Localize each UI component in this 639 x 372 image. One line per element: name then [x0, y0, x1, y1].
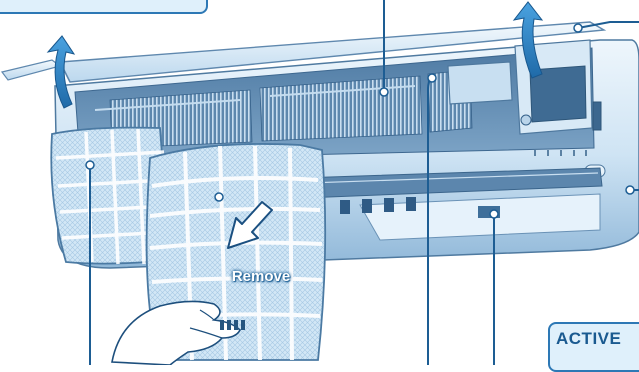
callout-dot: [86, 161, 94, 169]
remove-label: Remove: [224, 268, 298, 285]
callout-dot: [380, 88, 388, 96]
callout-dot: [574, 24, 582, 32]
callout-dot: [490, 210, 498, 218]
callout-dot: [626, 186, 634, 194]
active-badge-label: ACTIVE: [556, 329, 621, 349]
callout-dot: [428, 74, 436, 82]
callout-dot: [215, 193, 223, 201]
